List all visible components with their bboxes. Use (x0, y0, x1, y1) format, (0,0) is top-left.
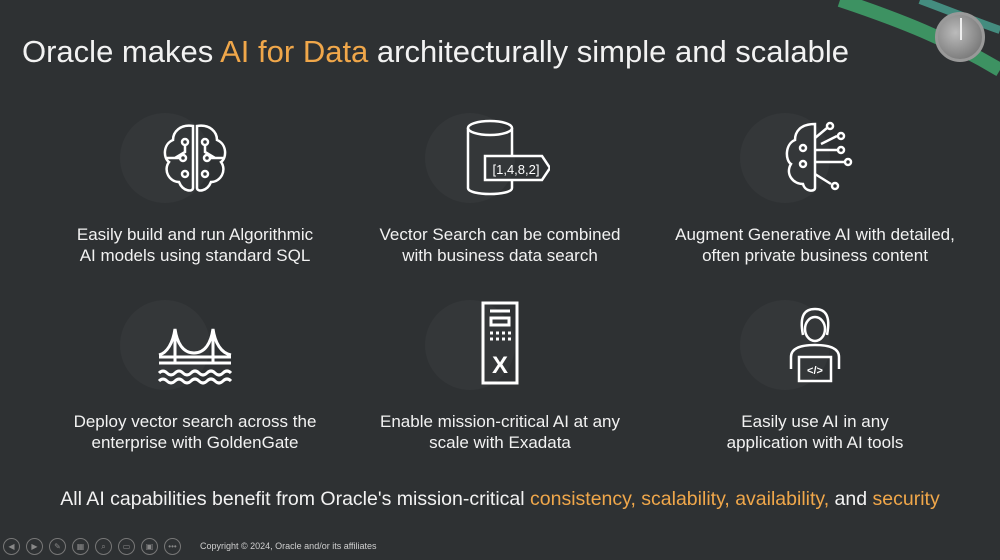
card-text-line: Augment Generative AI with detailed, (675, 225, 955, 244)
card-text-line: Deploy vector search across the (73, 412, 317, 431)
developer-icon: </> (789, 307, 841, 383)
brain-circuit-icon (163, 124, 227, 192)
card-text-line: Easily use AI in any (741, 412, 889, 431)
card-goldengate: Deploy vector search across the enterpris… (47, 305, 343, 453)
card-vector-search: [1,4,8,2] Vector Search can be combined w… (352, 118, 648, 266)
database-vector-icon: [1,4,8,2] (466, 119, 550, 196)
card-text-line: often private business content (702, 246, 928, 265)
previous-icon[interactable]: ◀ (3, 538, 20, 555)
camera-off-icon[interactable]: ▣ (141, 538, 158, 555)
footer-statement: All AI capabilities benefit from Oracle'… (60, 488, 940, 510)
card-text-line: application with AI tools (726, 433, 904, 452)
card-text-line: enterprise with GoldenGate (91, 433, 299, 452)
zoom-icon[interactable]: ⌕ (95, 538, 112, 555)
exadata-rack-icon: X (481, 301, 519, 385)
card-generative-ai: Augment Generative AI with detailed, ofte… (667, 118, 963, 266)
svg-text:[1,4,8,2]: [1,4,8,2] (493, 162, 540, 177)
subtitles-icon[interactable]: ▭ (118, 538, 135, 555)
card-text-line: AI models using standard SQL (79, 246, 311, 265)
ai-brain-icon (785, 121, 853, 192)
bridge-icon (157, 328, 233, 385)
presenter-controls: ◀ ▶ ✎ ▦ ⌕ ▭ ▣ ••• (3, 538, 181, 555)
copyright: Copyright © 2024, Oracle and/or its affi… (200, 541, 377, 551)
svg-text:X: X (492, 352, 508, 379)
card-algorithmic-ai: Easily build and run Algorithmic AI model… (47, 118, 343, 266)
card-exadata: X Enable mission-critical AI at any scale… (352, 301, 648, 453)
clock-widget (935, 12, 985, 62)
card-text-line: Vector Search can be combined (379, 225, 621, 244)
card-text-line: scale with Exadata (429, 433, 571, 452)
card-text-line: with business data search (402, 246, 598, 265)
svg-text:</>: </> (807, 365, 823, 377)
more-icon[interactable]: ••• (164, 538, 181, 555)
pen-icon[interactable]: ✎ (49, 538, 66, 555)
card-ai-tools: </> Easily use AI in any application with… (667, 305, 963, 453)
card-text-line: Easily build and run Algorithmic (76, 225, 314, 244)
next-icon[interactable]: ▶ (26, 538, 43, 555)
slides-icon[interactable]: ▦ (72, 538, 89, 555)
card-text-line: Enable mission-critical AI at any (380, 412, 620, 431)
page-title: Oracle makes AI for Data architecturally… (22, 34, 850, 69)
